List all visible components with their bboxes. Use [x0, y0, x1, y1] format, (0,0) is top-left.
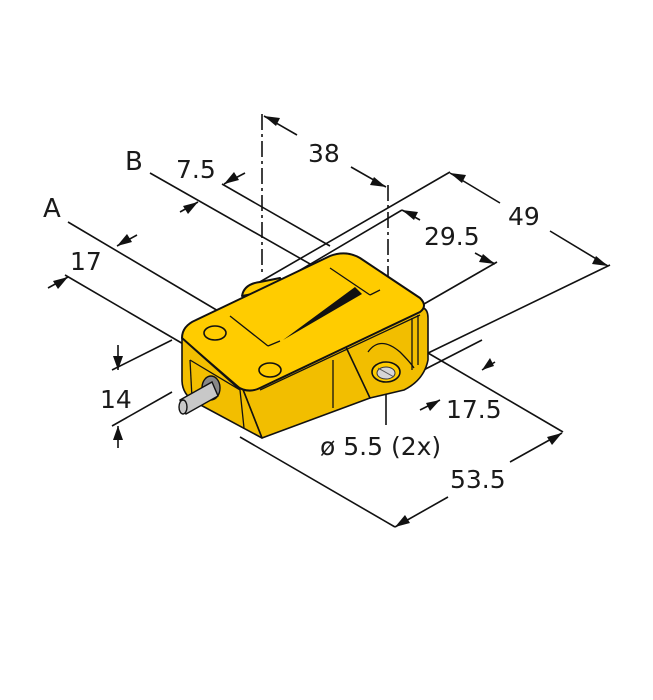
- label-b: B: [125, 147, 143, 177]
- dim-49: 49: [508, 202, 540, 231]
- dim-14: 14: [100, 385, 132, 414]
- dimension-lines: [47, 115, 609, 528]
- sensor-housing: [181, 252, 429, 439]
- dim-hole-diameter: ø 5.5 (2x): [320, 432, 441, 461]
- sensor-cable: [178, 375, 221, 415]
- dim-7-5: 7.5: [176, 155, 216, 184]
- dim-53-5: 53.5: [450, 465, 506, 494]
- label-a: A: [43, 194, 61, 224]
- dim-29-5: 29.5: [424, 222, 480, 251]
- dim-17-5: 17.5: [446, 395, 502, 424]
- dim-38: 38: [308, 139, 340, 168]
- dim-17: 17: [70, 247, 102, 276]
